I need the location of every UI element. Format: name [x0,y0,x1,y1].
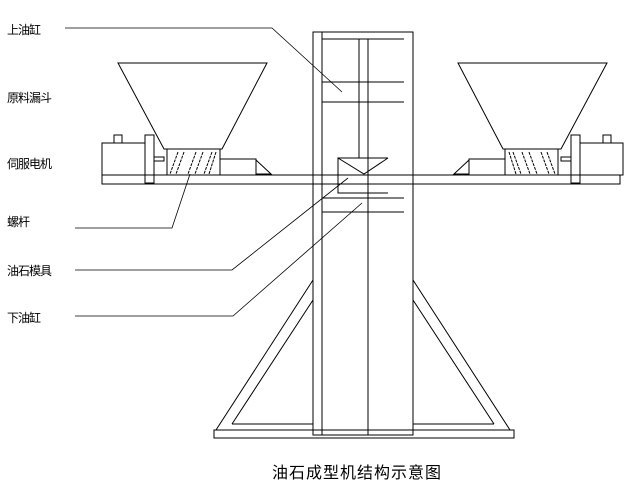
label-upper-cylinder: 上油缸 [7,23,41,37]
right-feeder [452,62,624,184]
label-screw: 螺杆 [7,215,30,229]
leader-screw [75,173,191,229]
left-feeder [101,62,273,184]
diagram-title: 油石成型机结构示意图 [272,463,443,482]
leader-upper-cylinder [65,27,343,93]
label-hopper: 原料漏斗 [7,91,52,105]
platform [101,174,621,185]
leader-lower-cylinder [75,202,363,317]
label-lower-cylinder: 下油缸 [7,311,41,325]
label-mold: 油石模具 [7,264,52,278]
column [312,31,414,436]
base-stand [213,279,515,439]
left-hopper [117,62,268,150]
mold [337,157,389,194]
left-motor [101,142,146,176]
leader-mold [75,177,349,271]
label-servo-motor: 伺服电机 [7,157,52,171]
leader-lines [65,27,363,317]
